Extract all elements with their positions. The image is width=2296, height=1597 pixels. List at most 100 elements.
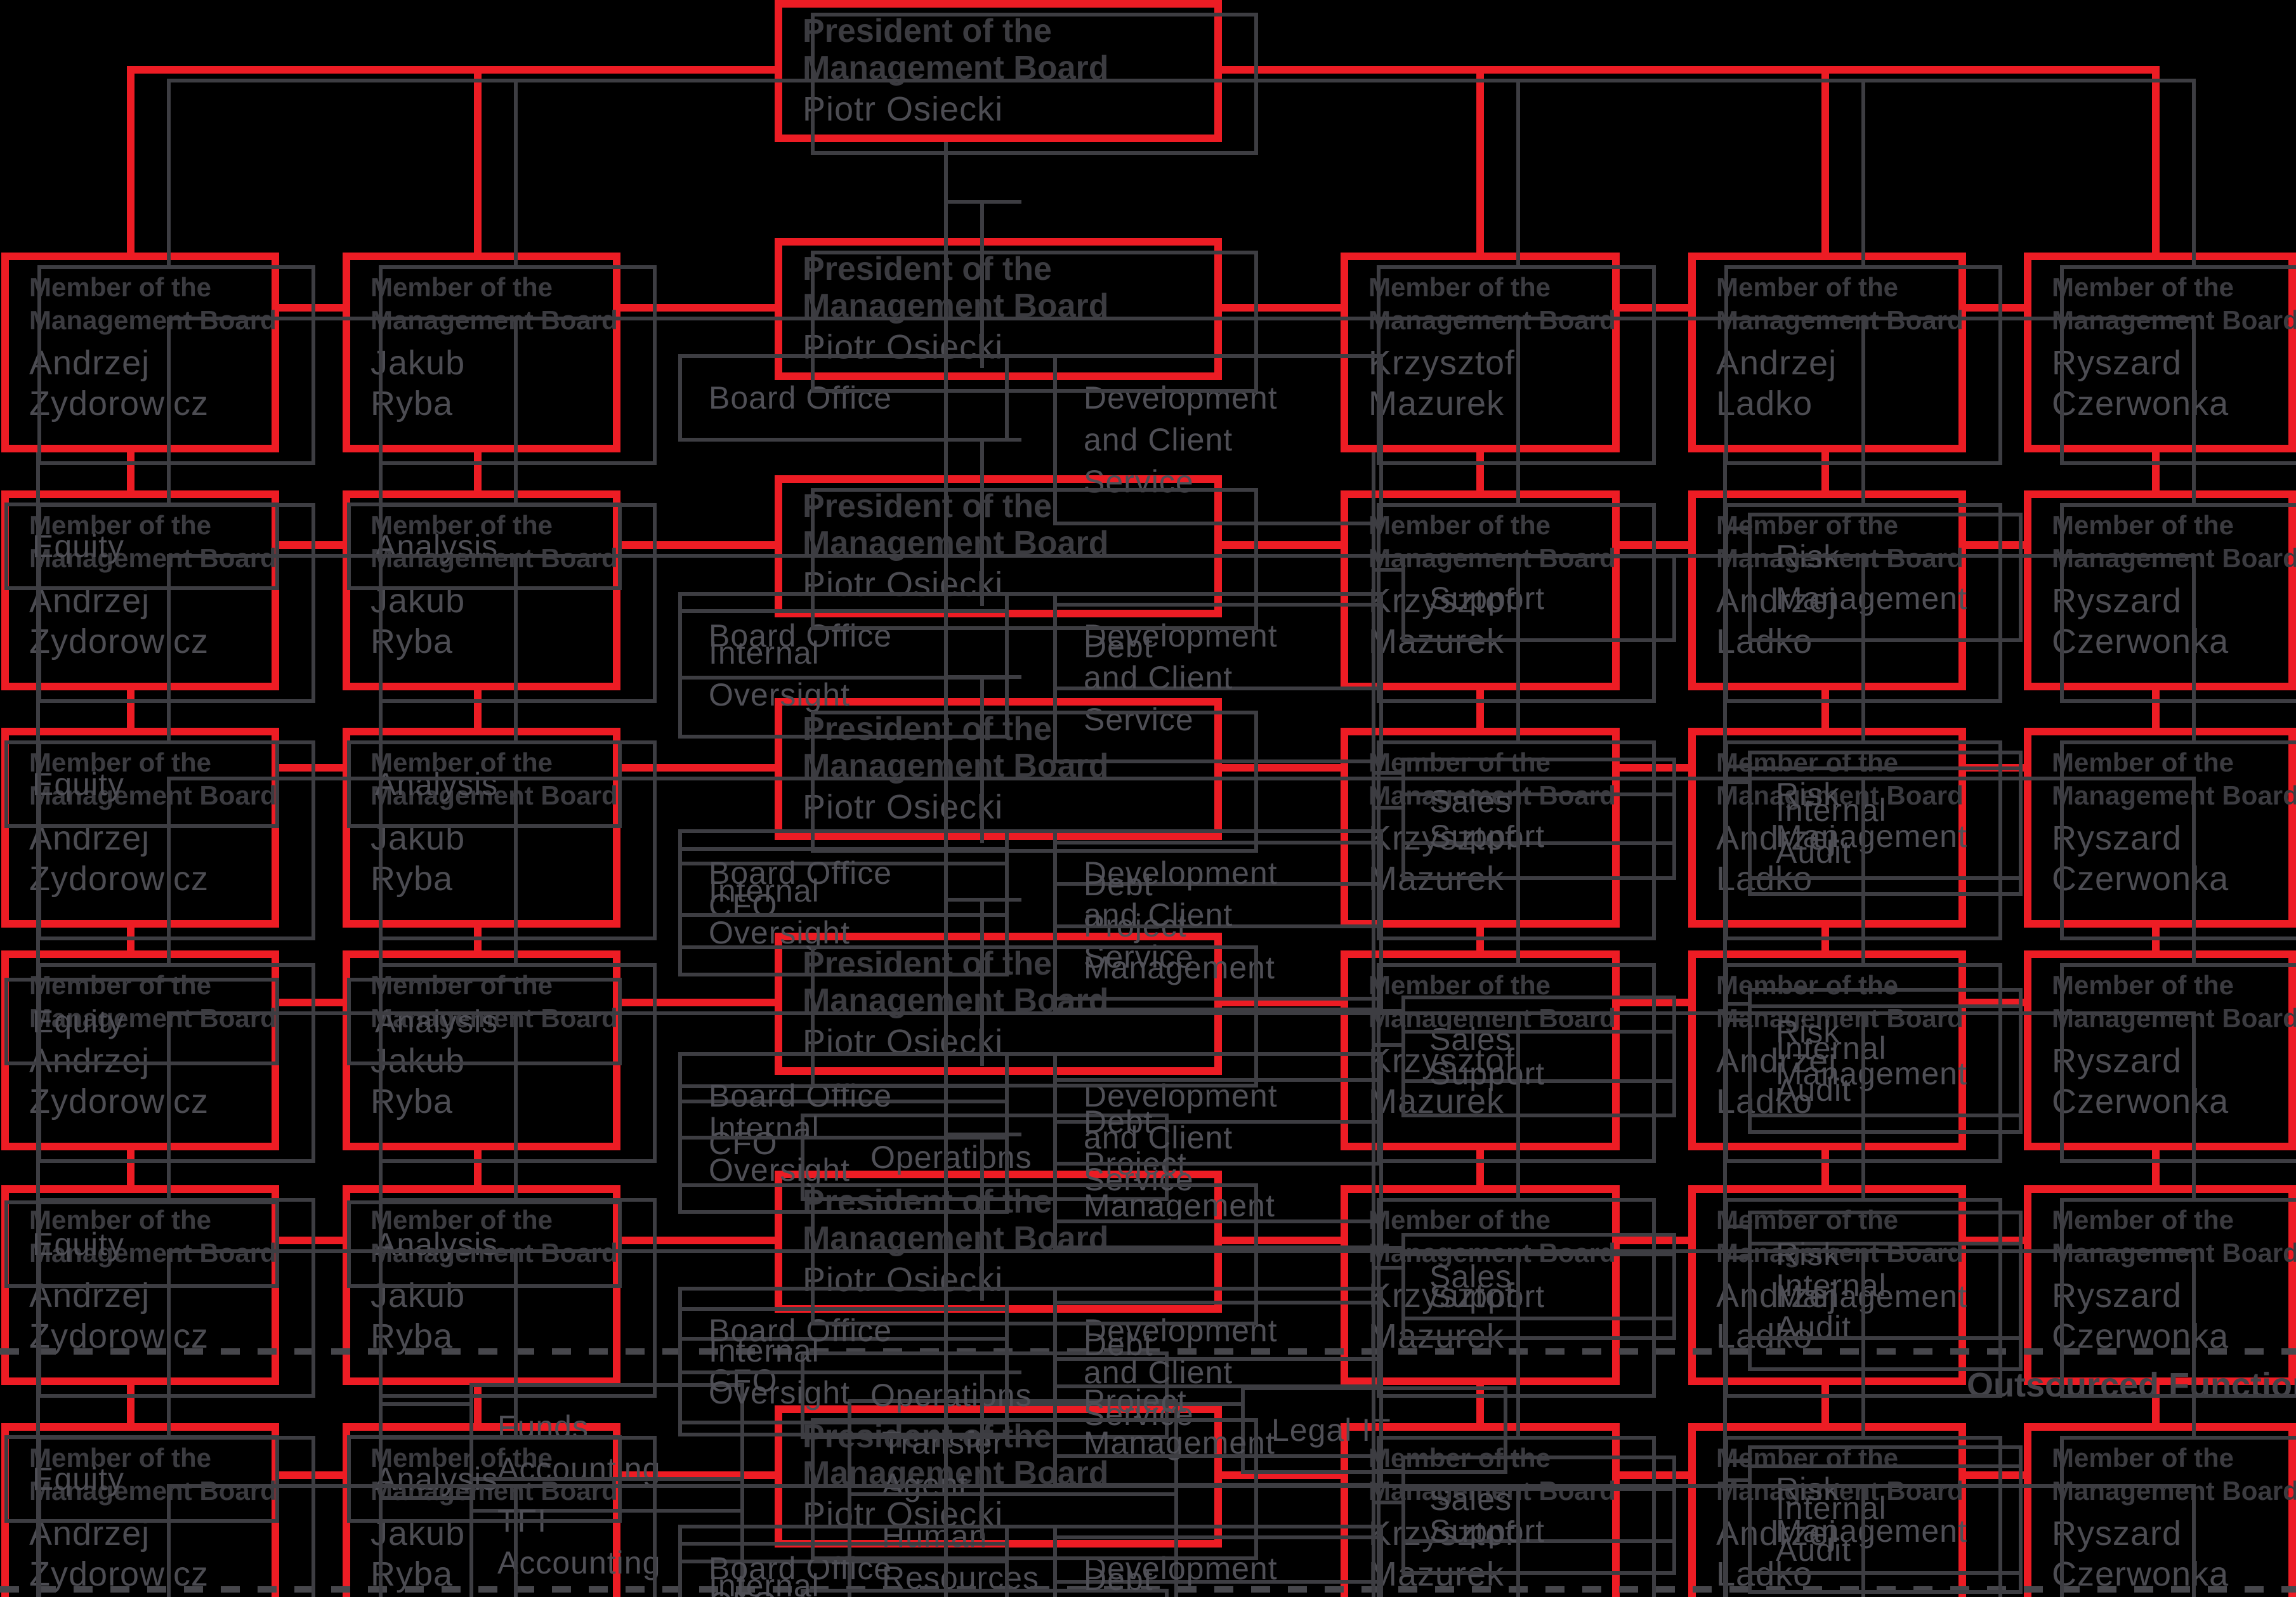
dept-label-line: Legal IT bbox=[1271, 1412, 1391, 1448]
dept-label-line: Operations bbox=[870, 1377, 1032, 1413]
dept-label-line: Internal bbox=[709, 873, 820, 909]
red-connector-drop-2 bbox=[1476, 66, 1484, 256]
dept-box-support bbox=[1401, 1487, 1676, 1575]
dept-label-line: Internal bbox=[709, 1110, 820, 1146]
dept-label-line: CFO bbox=[709, 888, 778, 923]
member-title-line: Member of the bbox=[1368, 272, 1551, 302]
member-name-line: Czerwonka bbox=[2052, 622, 2229, 660]
gray-connector-stub-1 bbox=[1372, 1009, 1401, 1013]
gray-connector-vline-1 bbox=[980, 1133, 984, 1301]
dept-label-line: CFO bbox=[709, 1126, 778, 1161]
dept-label-line: Project bbox=[1084, 1383, 1187, 1419]
dept-label-line: Debt bbox=[1084, 629, 1153, 664]
member-name-line: Zydorowicz bbox=[29, 622, 209, 660]
president-title-line: President of the bbox=[803, 13, 1052, 49]
twin-member-outline-0 bbox=[37, 265, 315, 465]
member-name-line: Andrzej bbox=[29, 1042, 150, 1080]
gray-connector-stub-2 bbox=[1723, 1002, 1748, 1006]
twin-connector-drop-3 bbox=[1861, 79, 1865, 269]
dept-label-line: Debt bbox=[1084, 867, 1153, 902]
dept-label-line: and Client bbox=[1084, 660, 1233, 695]
member-name-line: Ryszard bbox=[2052, 1515, 2182, 1553]
gray-connector-stub-5 bbox=[379, 1496, 469, 1500]
gray-level1-bar bbox=[678, 1287, 1383, 1291]
gray-connector-stub-2 bbox=[1723, 527, 1748, 530]
gray-connector-stub-1 bbox=[1372, 1469, 1401, 1473]
gray-connector-elbow bbox=[944, 675, 1021, 679]
twin-member-outline-0 bbox=[37, 740, 315, 940]
member-name-line: Ryba bbox=[371, 622, 454, 660]
gray-connector-elbow bbox=[944, 200, 1021, 204]
member-name-line: Ryba bbox=[371, 860, 454, 898]
twin-member-outline-4 bbox=[2060, 1436, 2296, 1597]
member-name-line: Zydorowicz bbox=[29, 860, 209, 898]
twin-connector-hline bbox=[167, 1011, 2196, 1015]
gray-connector-stub-0 bbox=[1372, 1266, 1401, 1270]
dept-label-line: Management bbox=[1084, 950, 1275, 985]
twin-connector-drop-1 bbox=[514, 317, 518, 507]
member-title-line: Member of the bbox=[1716, 970, 1899, 1000]
gray-level1-bar bbox=[678, 1052, 1383, 1056]
member-name-line: Ryszard bbox=[2052, 582, 2182, 620]
dept-box-operations bbox=[801, 1114, 1169, 1201]
president-title-line: President of the bbox=[803, 711, 1052, 747]
twin-connector-drop-3 bbox=[1861, 1484, 1865, 1597]
member-title-line: Management Board bbox=[1716, 780, 1964, 810]
twin-connector-drop-4 bbox=[2192, 1011, 2196, 1202]
twin-president-outline bbox=[811, 488, 1258, 630]
dept-box-board-office bbox=[678, 592, 1009, 680]
dept-box-risk-management bbox=[1748, 988, 2023, 1117]
twin-member-outline-1 bbox=[379, 1436, 657, 1597]
dept-box-equity bbox=[4, 1200, 279, 1288]
twin-member-outline-0 bbox=[37, 963, 315, 1163]
dept-label-line: Analysis bbox=[375, 1226, 499, 1262]
gray-connector-stub-1 bbox=[1372, 1246, 1401, 1250]
red-connector-drop-0 bbox=[127, 66, 134, 256]
gray-connector-stub-1 bbox=[1372, 771, 1401, 775]
twin-connector-drop-4 bbox=[2192, 777, 2196, 967]
member-box-2 bbox=[1341, 1423, 1620, 1597]
twin-connector-hline bbox=[167, 1249, 2196, 1253]
twin-connector-drop-3 bbox=[1861, 317, 1865, 507]
dept-label-line: Service bbox=[1084, 1162, 1194, 1197]
red-connector-drop-3 bbox=[1821, 66, 1829, 256]
twin-connector-drop-4 bbox=[2192, 79, 2196, 269]
gray-connector-elbow bbox=[944, 898, 1021, 902]
dept-label-line: Service bbox=[1084, 702, 1194, 737]
twin-member-outline-4 bbox=[2060, 503, 2296, 703]
member-title-line: Management Board bbox=[2052, 1003, 2296, 1033]
gray-connector-stub-3 bbox=[1723, 1018, 1748, 1022]
gray-connector-stub-3 bbox=[1723, 1478, 1748, 1482]
dept-label-line: Support bbox=[1429, 1278, 1545, 1314]
dept-label-line: Support bbox=[1429, 581, 1545, 616]
dept-label-line: Board Office bbox=[709, 618, 893, 654]
member-title-line: Member of the bbox=[29, 510, 212, 540]
outsourced-functions-label: Outsourced Functions bbox=[1967, 1366, 2296, 1404]
president-name: Piotr Osiecki bbox=[803, 788, 1004, 826]
member-title-line: Member of the bbox=[2052, 1443, 2234, 1473]
twin-president-outline bbox=[811, 251, 1258, 393]
member-name-line: Andrzej bbox=[29, 344, 150, 382]
member-title-line: Member of the bbox=[29, 272, 212, 302]
gray-level1-bar bbox=[678, 592, 1383, 596]
twin-member-outline-4 bbox=[2060, 265, 2296, 465]
gray-connector-elbow bbox=[944, 1133, 1021, 1136]
member-title-line: Member of the bbox=[1368, 1205, 1551, 1235]
gray-connector-stub-4 bbox=[379, 1402, 469, 1406]
president-title-line: President of the bbox=[803, 488, 1052, 525]
dept-label-line: Development bbox=[1084, 618, 1278, 654]
dept-label-line: Equity bbox=[32, 1004, 124, 1039]
member-box-0 bbox=[1, 490, 279, 690]
member-title-line: Member of the bbox=[371, 970, 553, 1000]
twin-president-outline bbox=[811, 945, 1258, 1088]
member-name-line: Andrzej bbox=[1716, 1515, 1837, 1553]
dept-label-line: Management bbox=[1776, 581, 1967, 616]
dept-label-line: Internal bbox=[709, 1568, 820, 1597]
dept-box-support bbox=[1401, 1252, 1676, 1340]
dept-label-line: Internal bbox=[1776, 1030, 1887, 1066]
dept-box-board-office bbox=[678, 829, 1009, 917]
red-connector-drop-4 bbox=[2152, 66, 2160, 256]
dept-box-support bbox=[1401, 1030, 1676, 1117]
gray-connector-elbow bbox=[944, 1370, 1021, 1374]
dept-label-line: Support bbox=[1429, 1513, 1545, 1549]
